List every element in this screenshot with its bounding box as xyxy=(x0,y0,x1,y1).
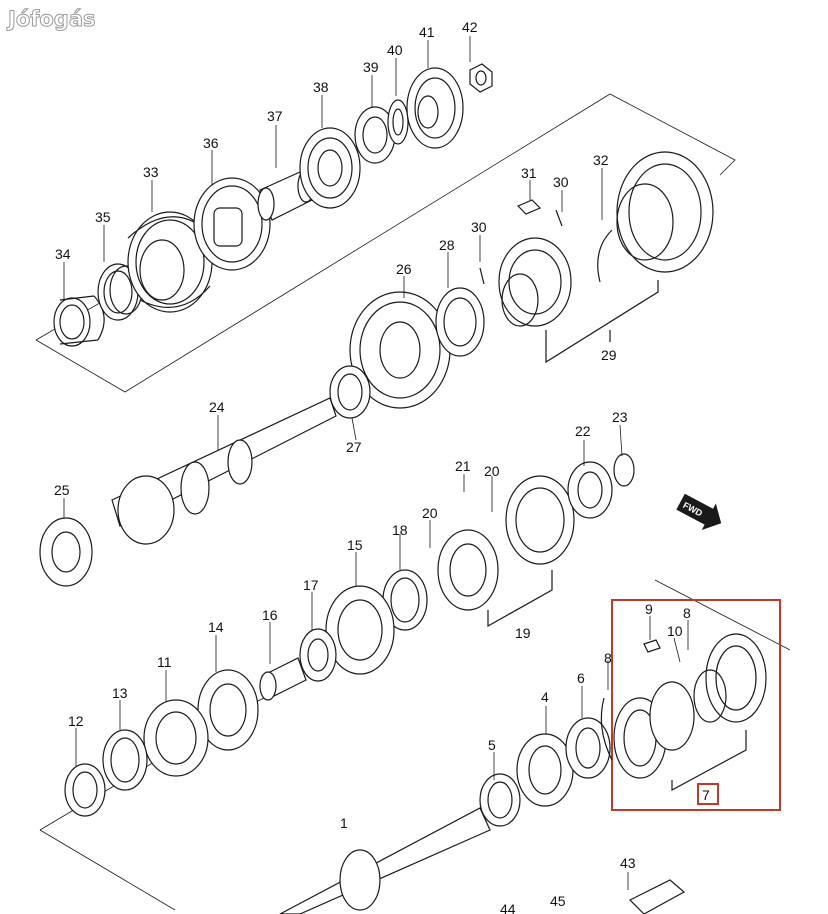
label-35: 35 xyxy=(95,209,111,225)
label-41: 41 xyxy=(419,24,435,40)
gear-11 xyxy=(143,699,209,777)
part-number-labels: 1 4 5 6 8 8 9 10 11 12 13 14 15 16 17 18… xyxy=(54,19,691,914)
label-14: 14 xyxy=(208,619,224,635)
label-28: 28 xyxy=(439,237,455,253)
synchro-hub-19 xyxy=(437,529,499,611)
fwd-arrow: FWD xyxy=(676,493,722,530)
label-25: 25 xyxy=(54,482,70,498)
label-5: 5 xyxy=(488,737,496,753)
label-30-lower: 30 xyxy=(471,219,487,235)
label-27: 27 xyxy=(346,439,362,455)
highlighted-assembly-7: 7 xyxy=(600,599,781,811)
label-34: 34 xyxy=(55,246,71,262)
synchro-hub-29 xyxy=(498,237,572,327)
synchro-ring-13 xyxy=(102,729,148,791)
label-1: 1 xyxy=(340,815,348,831)
gear-6 xyxy=(565,717,611,779)
gear-4 xyxy=(516,733,574,807)
key-31 xyxy=(516,199,542,215)
bearing-25 xyxy=(39,517,93,587)
watermark-logo: Jófogás xyxy=(6,7,96,31)
sleeve-19 xyxy=(505,475,575,565)
label-32: 32 xyxy=(593,152,609,168)
label-19: 19 xyxy=(515,625,531,641)
label-30-upper: 30 xyxy=(553,174,569,190)
gear-15 xyxy=(325,585,395,675)
collar-16 xyxy=(259,657,307,701)
label-13: 13 xyxy=(112,685,128,701)
label-6: 6 xyxy=(577,670,585,686)
label-9: 9 xyxy=(645,601,653,617)
label-42: 42 xyxy=(462,19,478,35)
bearing-17 xyxy=(299,628,337,682)
label-18: 18 xyxy=(392,522,408,538)
label-39: 39 xyxy=(363,59,379,75)
label-8: 8 xyxy=(683,605,691,621)
label-20-lower: 20 xyxy=(422,505,438,521)
washer-40 xyxy=(387,99,409,145)
gear-41 xyxy=(406,67,464,149)
shaft-24 xyxy=(111,397,337,545)
label-11: 11 xyxy=(157,654,172,670)
sleeve-29 xyxy=(616,151,714,273)
label-31: 31 xyxy=(521,165,537,181)
bracket-19 xyxy=(487,570,553,628)
label-21: 21 xyxy=(455,458,471,474)
label-33: 33 xyxy=(143,164,159,180)
label-44: 44 xyxy=(500,901,516,914)
label-29: 29 xyxy=(601,347,617,363)
label-24: 24 xyxy=(209,399,225,415)
shaft-1 xyxy=(279,807,491,914)
highlight-label-box xyxy=(697,783,719,805)
bearing-5 xyxy=(479,773,521,827)
ring-22 xyxy=(567,461,613,519)
label-8-outer: 8 xyxy=(604,650,612,666)
label-4: 4 xyxy=(541,689,549,705)
synchro-ring-28 xyxy=(435,287,485,357)
circlip-23 xyxy=(613,453,635,487)
bolt-43 xyxy=(628,879,686,914)
ring-32 xyxy=(597,229,613,283)
bearing-27 xyxy=(329,365,371,419)
label-38: 38 xyxy=(313,79,329,95)
leader-lines xyxy=(63,36,689,890)
label-37: 37 xyxy=(267,108,283,124)
label-22: 22 xyxy=(575,423,591,439)
nut-42 xyxy=(469,63,493,93)
label-26: 26 xyxy=(396,261,412,277)
label-7: 7 xyxy=(702,787,710,803)
highlight-box xyxy=(611,599,781,811)
label-23: 23 xyxy=(612,409,628,425)
label-15: 15 xyxy=(347,537,363,553)
label-20-upper: 20 xyxy=(484,463,500,479)
label-43: 43 xyxy=(620,855,636,871)
label-45: 45 xyxy=(550,893,566,909)
gear-36 xyxy=(193,177,271,271)
bearing-needle-34 xyxy=(53,295,105,347)
label-36: 36 xyxy=(203,135,219,151)
bearing-12 xyxy=(64,763,106,817)
label-16: 16 xyxy=(262,607,278,623)
gear-38 xyxy=(299,127,361,209)
label-12: 12 xyxy=(68,713,84,729)
label-17: 17 xyxy=(303,577,319,593)
label-10: 10 xyxy=(667,623,683,639)
label-40: 40 xyxy=(387,42,403,58)
spring-30 xyxy=(479,209,563,285)
bracket-29 xyxy=(545,280,659,364)
